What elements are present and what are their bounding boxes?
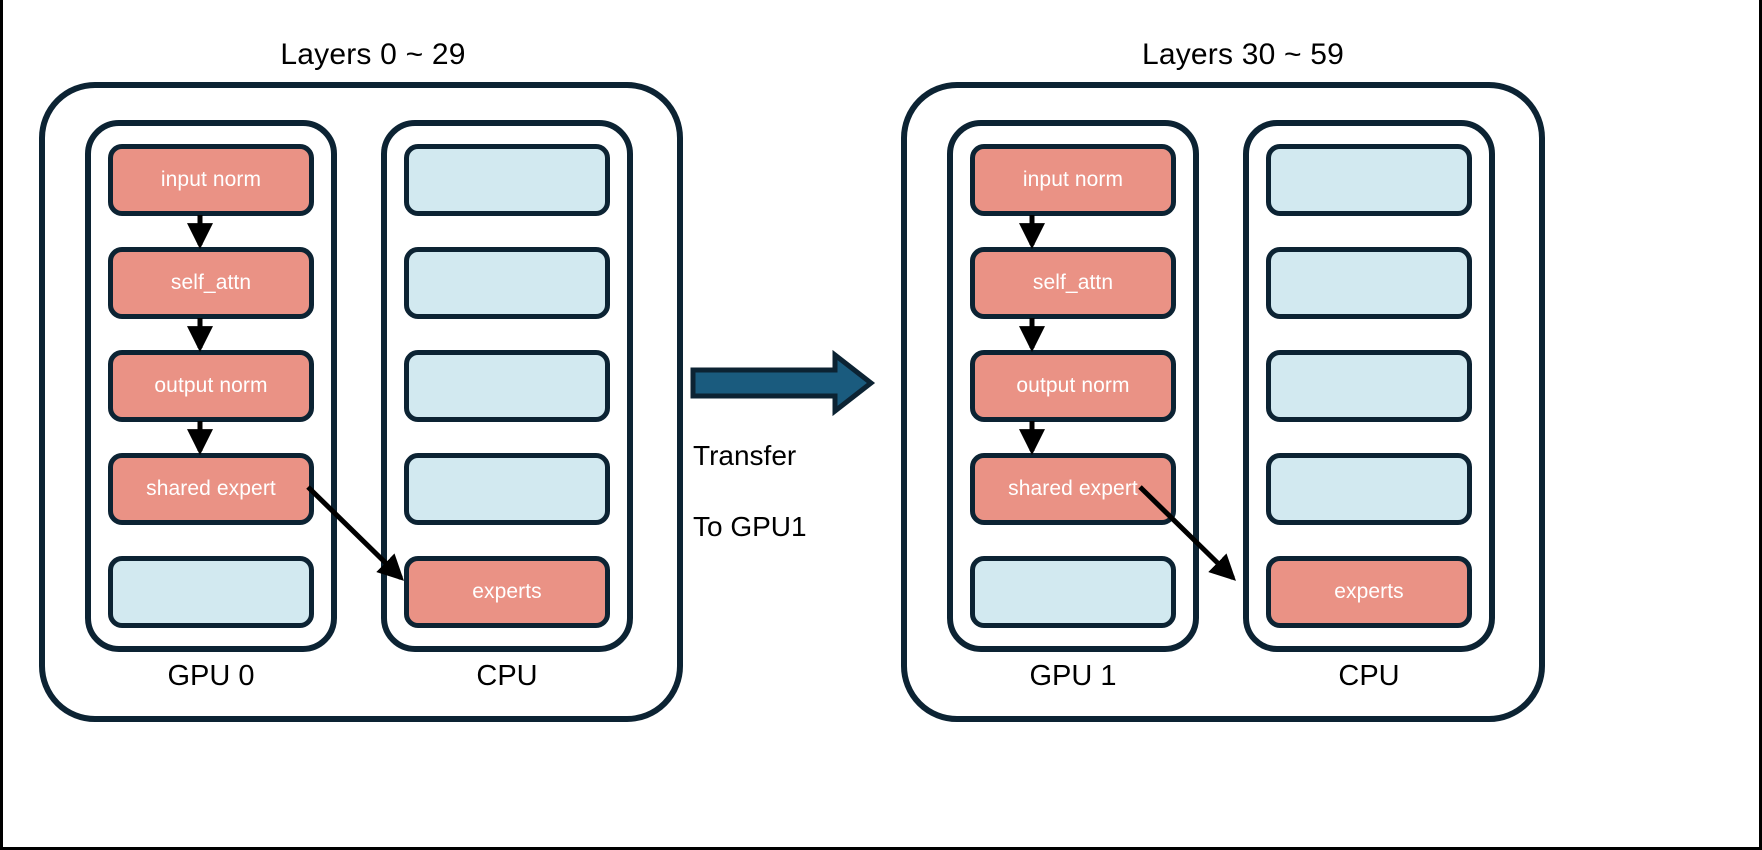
panel-layers-30-59: input norm self_attn output norm shared … xyxy=(901,82,1545,722)
cpu-slot-experts[interactable]: experts xyxy=(1266,556,1472,628)
cpu-slot-empty-1[interactable] xyxy=(404,144,610,216)
panel-title-right: Layers 30 ~ 59 xyxy=(1141,38,1345,71)
slot-label: shared expert xyxy=(1008,477,1138,500)
slot-label: output norm xyxy=(154,374,268,397)
cpu-slot-empty-1[interactable] xyxy=(1266,144,1472,216)
gpu-column-left: input norm self_attn output norm shared … xyxy=(85,120,337,652)
gpu-slot-empty[interactable] xyxy=(970,556,1176,628)
cpu-slot-experts[interactable]: experts xyxy=(404,556,610,628)
gpu-slot-input-norm[interactable]: input norm xyxy=(108,144,314,216)
gpu-label-left: GPU 0 xyxy=(167,660,255,692)
gpu-slot-output-norm[interactable]: output norm xyxy=(108,350,314,422)
gpu-slot-empty[interactable] xyxy=(108,556,314,628)
cpu-slot-empty-2[interactable] xyxy=(1266,247,1472,319)
gpu-slot-self-attn[interactable]: self_attn xyxy=(970,247,1176,319)
cpu-label-left: CPU xyxy=(476,660,538,692)
cpu-column-left: experts xyxy=(381,120,633,652)
slot-label: input norm xyxy=(1022,168,1124,191)
slot-label: input norm xyxy=(160,168,262,191)
transfer-label-line2: To GPU1 xyxy=(693,511,807,543)
gpu-slot-self-attn[interactable]: self_attn xyxy=(108,247,314,319)
slot-label: experts xyxy=(472,580,542,603)
gpu-slot-shared-expert[interactable]: shared expert xyxy=(108,453,314,525)
gpu-slot-input-norm[interactable]: input norm xyxy=(970,144,1176,216)
cpu-column-right: experts xyxy=(1243,120,1495,652)
transfer-label-line1: Transfer xyxy=(693,439,797,471)
gpu-slot-output-norm[interactable]: output norm xyxy=(970,350,1176,422)
slot-label: shared expert xyxy=(146,477,276,500)
panel-title-left: Layers 0 ~ 29 xyxy=(280,38,466,71)
slot-label: self_attn xyxy=(170,271,252,294)
cpu-slot-empty-3[interactable] xyxy=(1266,350,1472,422)
cpu-slot-empty-3[interactable] xyxy=(404,350,610,422)
gpu-column-right: input norm self_attn output norm shared … xyxy=(947,120,1199,652)
cpu-slot-empty-4[interactable] xyxy=(404,453,610,525)
cpu-label-right: CPU xyxy=(1338,660,1400,692)
cpu-slot-empty-2[interactable] xyxy=(404,247,610,319)
gpu-slot-shared-expert[interactable]: shared expert xyxy=(970,453,1176,525)
slot-label: output norm xyxy=(1016,374,1130,397)
slot-label: experts xyxy=(1334,580,1404,603)
gpu-label-right: GPU 1 xyxy=(1029,660,1117,692)
slot-label: self_attn xyxy=(1032,271,1114,294)
panel-layers-0-29: input norm self_attn output norm shared … xyxy=(39,82,683,722)
cpu-slot-empty-4[interactable] xyxy=(1266,453,1472,525)
transfer-label: Transfer To GPU1 xyxy=(693,402,893,581)
